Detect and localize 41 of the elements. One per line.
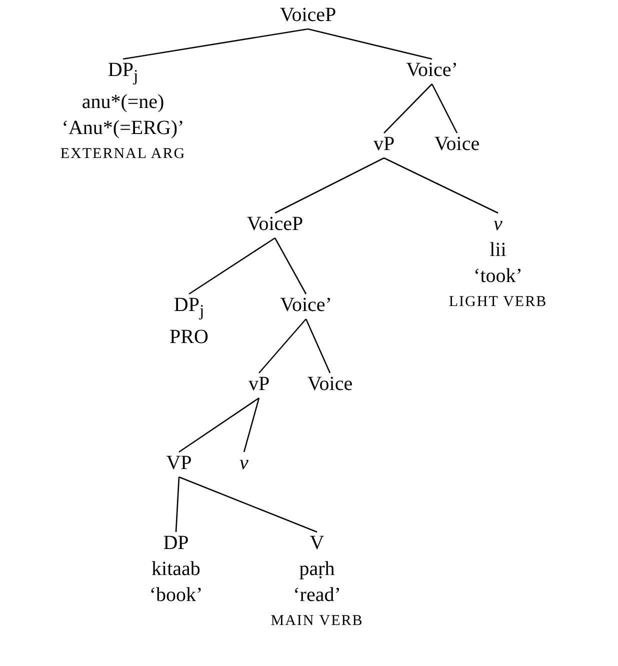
category-label: VoiceP [280,3,336,28]
tree-branch [122,28,308,60]
category-label: Voice [307,372,353,397]
tree-branch [178,397,260,453]
category-label: Voice’ [280,293,332,318]
tree-branch [308,28,432,60]
gloss-text: ‘Anu*(=ERG)’ [62,116,184,141]
category-label: v [494,212,502,237]
tree-branch [243,398,260,452]
word-form: paṛh [299,557,335,582]
role-annotation: EXTERNAL ARG [60,145,186,164]
tree-branch [384,157,498,214]
category-label: DP [163,531,189,556]
category-label: DP$_{j}$ [174,293,204,322]
category-label: DP$_{j}$ [108,58,138,87]
tree-branch [178,476,318,533]
gloss-text: ‘book’ [149,583,203,608]
category-label: vP [373,132,395,157]
tree-branch [384,84,432,134]
category-label: v [240,451,248,476]
tree-branch [175,476,180,532]
category-label: V [310,531,324,556]
tree-branch [274,157,384,214]
tree-branch [305,318,331,374]
category-label: Voice’ [406,58,458,83]
category-label: VP [166,451,192,476]
gloss-text: ‘read’ [293,583,341,608]
tree-branch [258,318,306,374]
role-annotation: LIGHT VERB [448,293,548,312]
word-form: PRO [170,325,208,350]
category-label: vP [248,372,270,397]
category-label: Voice [434,132,480,157]
word-form: lii [490,238,506,263]
word-form: kitaab [152,557,200,582]
category-label: VoiceP [246,212,304,237]
tree-branch [188,237,276,295]
tree-branch [274,238,307,294]
word-form: anu*(=ne) [82,90,164,115]
role-annotation: MAIN VERB [270,612,364,631]
tree-branch [431,84,458,134]
gloss-text: ‘took’ [474,264,522,289]
